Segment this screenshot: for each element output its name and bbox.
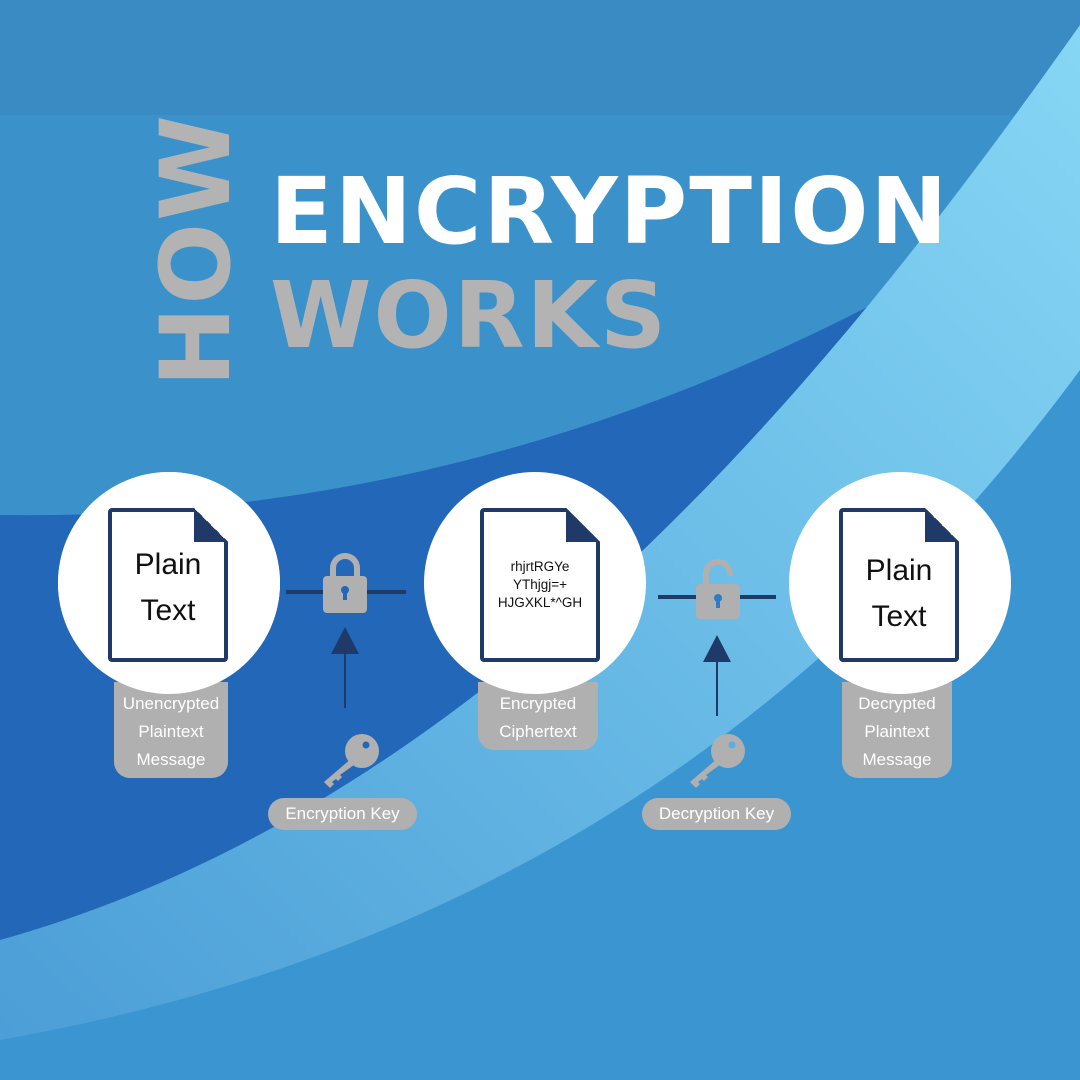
doc-text: Text (140, 594, 196, 627)
doc-text: YThjgj=+ (512, 577, 568, 592)
doc-text: rhjrtRGYe (510, 559, 570, 574)
label-decrypted: Decrypted Plaintext Message (842, 682, 952, 778)
up-arrow-icon (703, 635, 731, 662)
title-how: HOW (140, 113, 252, 387)
label-line: Ciphertext (499, 722, 577, 741)
label-line: Decrypted (858, 694, 936, 713)
locked-padlock-icon (323, 553, 367, 613)
label-line: Encrypted (499, 694, 577, 713)
label-line: Plaintext (864, 722, 930, 741)
document-icon: rhjrtRGYe YThjgj=+ HJGXKL*^GH (480, 508, 600, 662)
title-works: WORKS (270, 262, 669, 369)
key-icon (324, 734, 379, 788)
arrow-shaft (716, 660, 718, 716)
decryption-key-label: Decryption Key (642, 798, 791, 830)
document-icon: Plain Text (839, 508, 959, 662)
stage-plaintext-circle-front: Plain Text (58, 472, 280, 694)
label-line: Message (862, 750, 932, 769)
document-icon: Plain Text (108, 508, 228, 662)
label-line: Unencrypted (122, 694, 220, 713)
encryption-key-label: Encryption Key (268, 798, 417, 830)
stage-decrypted-circle: Plain Text (789, 472, 1011, 694)
stage-ciphertext-circle: rhjrtRGYe YThjgj=+ HJGXKL*^GH (424, 472, 646, 694)
unlocked-padlock-icon (696, 559, 740, 619)
label-unencrypted: Unencrypted Plaintext Message (114, 682, 228, 778)
doc-text: Plain (134, 548, 202, 581)
label-line: Plaintext (138, 722, 204, 741)
how-text: HOW (140, 113, 252, 387)
up-arrow-icon (331, 627, 359, 654)
doc-text: Plain (865, 554, 933, 587)
title-encryption: ENCRYPTION (270, 158, 950, 265)
arrow-shaft (344, 652, 346, 708)
key-icon (690, 734, 745, 788)
doc-text: Text (871, 600, 927, 633)
label-line: Message (136, 750, 206, 769)
doc-text: HJGXKL*^GH (497, 595, 583, 610)
